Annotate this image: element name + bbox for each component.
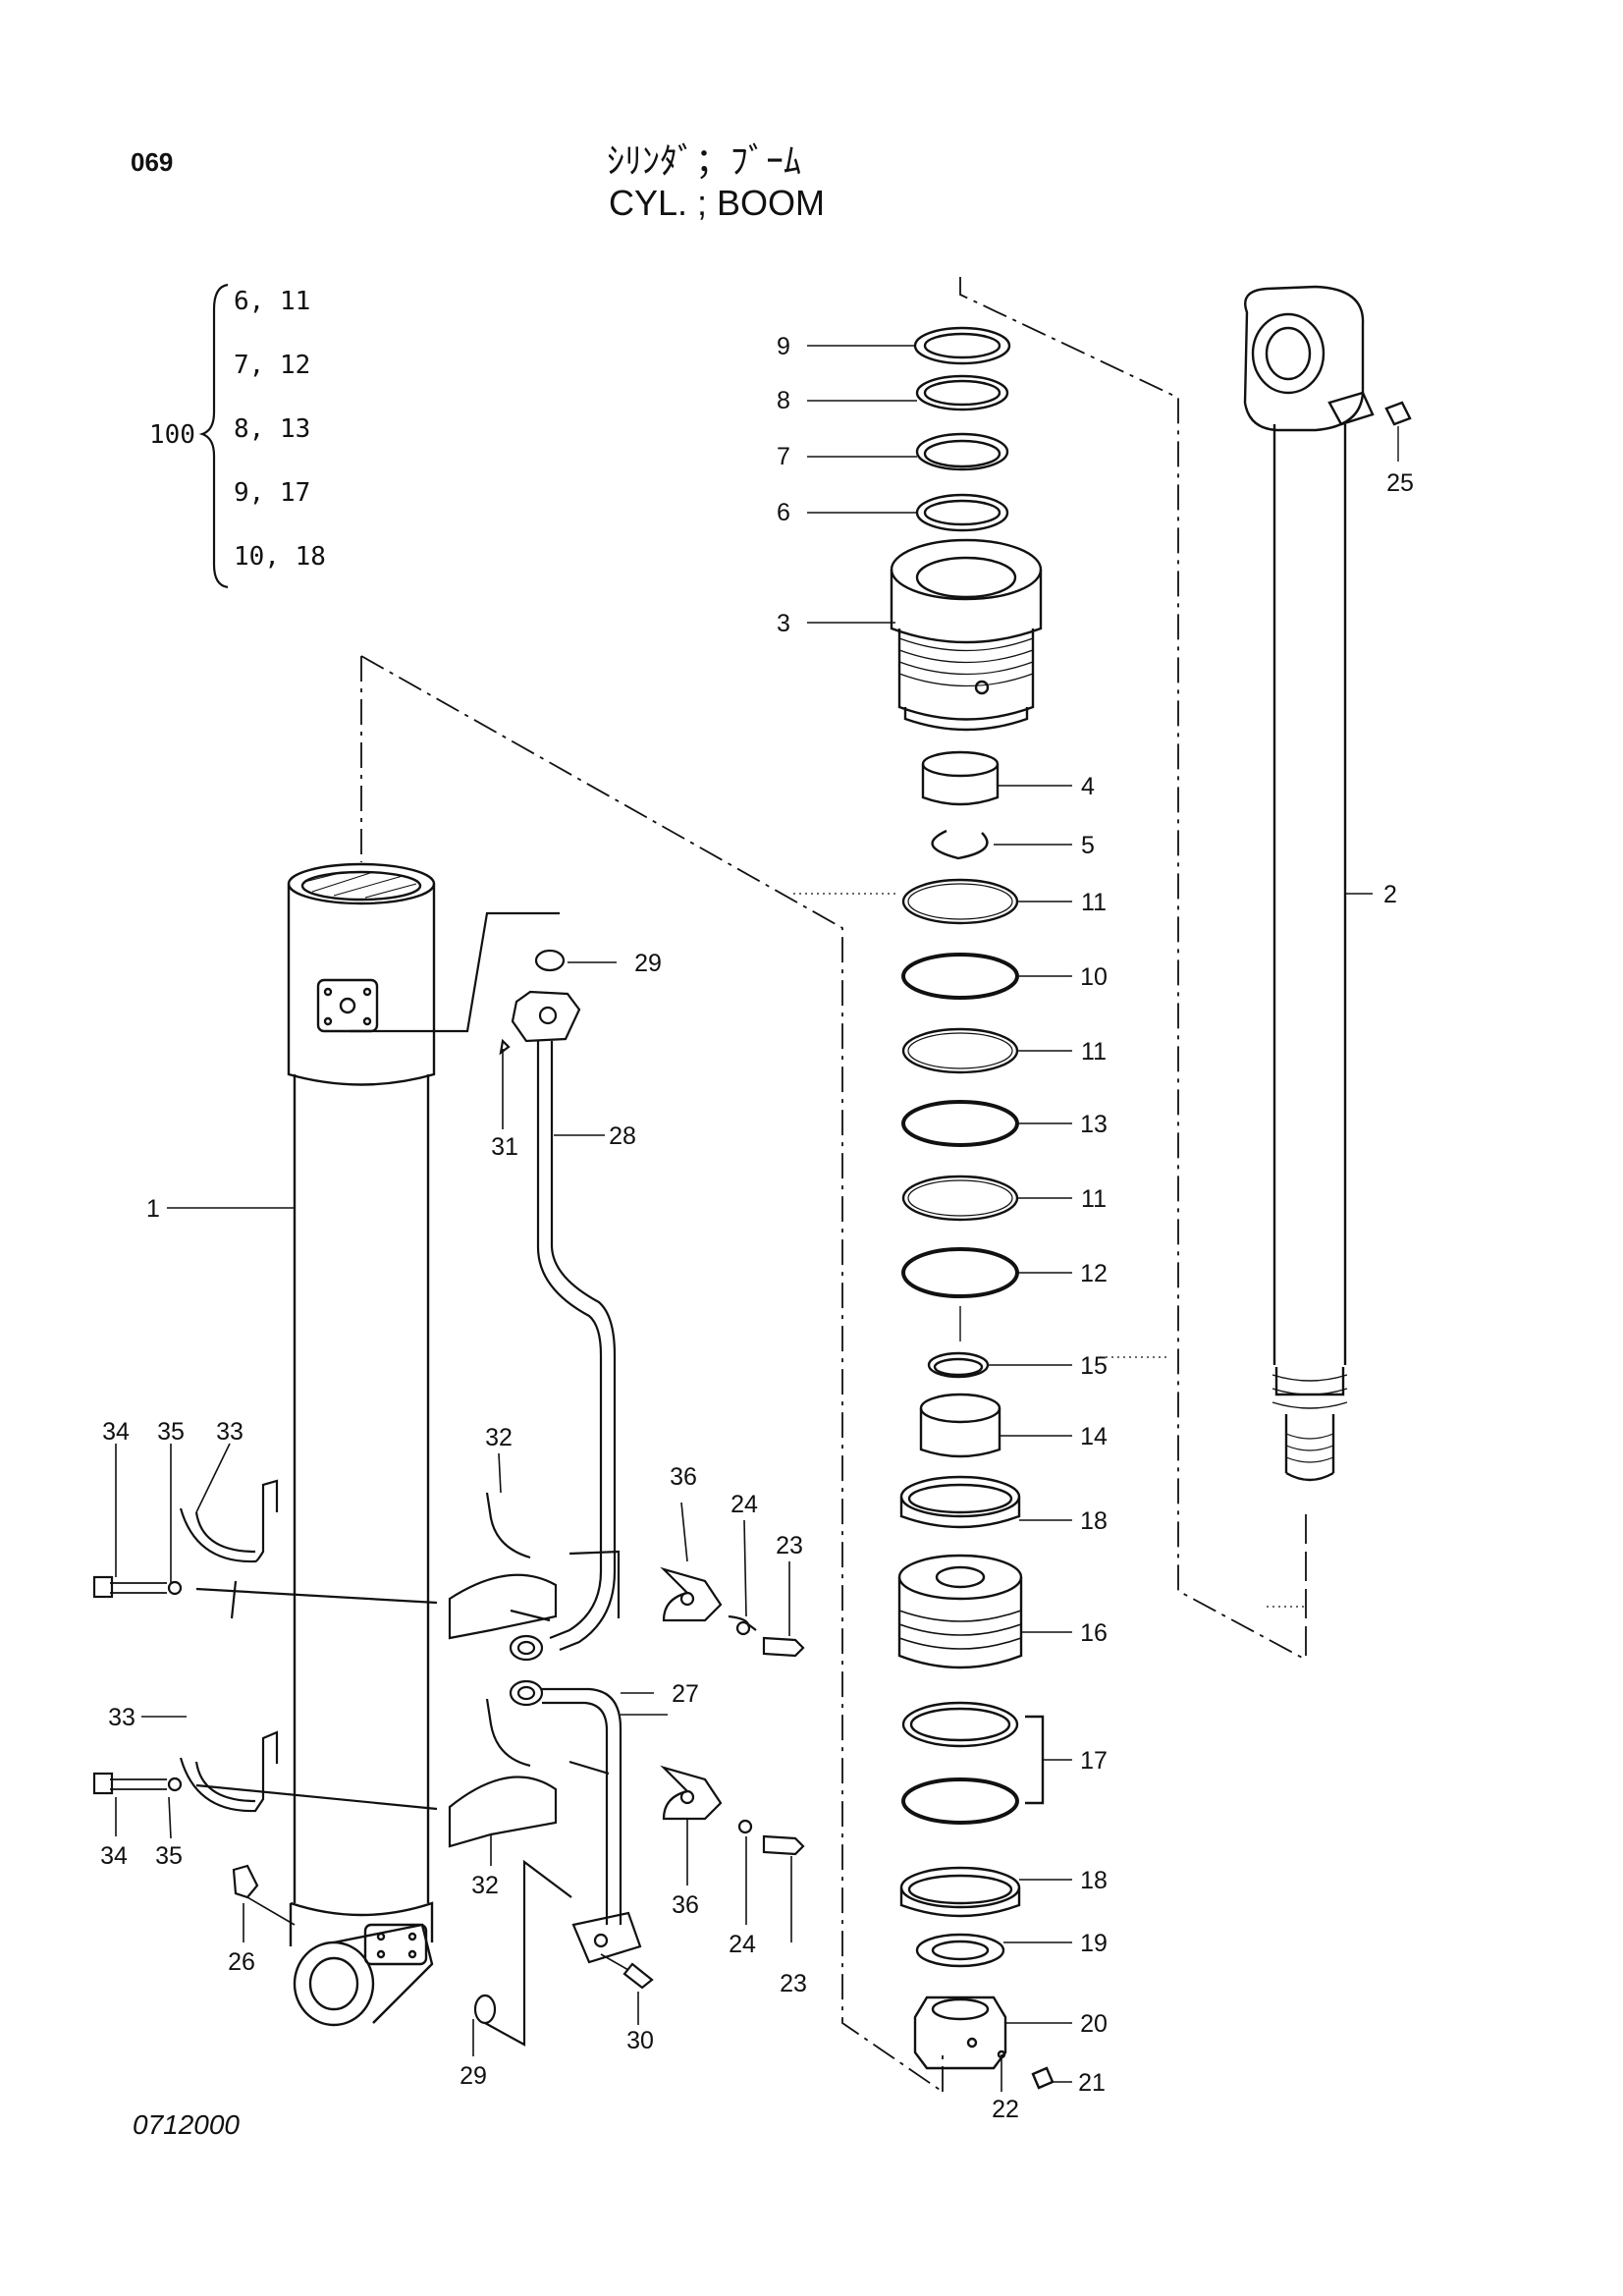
- seal-kit-row: 6, 11: [234, 287, 311, 316]
- callout: 24: [729, 1931, 756, 1958]
- cylinder-tube: [287, 862, 436, 2027]
- callout: 36: [672, 1891, 699, 1919]
- callout: 8: [777, 387, 790, 414]
- lower-pipe: [509, 1679, 642, 1964]
- upper-pipe: [509, 990, 617, 1662]
- gland: [890, 538, 1043, 732]
- callout: 26: [228, 1948, 255, 1976]
- callout: 21: [1078, 2069, 1106, 2097]
- seal-kit-number: 100: [149, 420, 195, 450]
- callout: 33: [108, 1704, 135, 1731]
- callout: 11: [1081, 1038, 1107, 1066]
- callout: 20: [1080, 2010, 1108, 2038]
- assembly-centerlines: [360, 277, 1307, 2093]
- title-english: CYL. ; BOOM: [609, 183, 826, 223]
- callout: 2: [1383, 881, 1397, 908]
- callout: 28: [609, 1122, 636, 1150]
- seal-kit-row: 9, 17: [234, 478, 311, 508]
- callout: 3: [777, 610, 790, 637]
- callout: 32: [471, 1872, 499, 1899]
- page-number: 069: [131, 147, 174, 177]
- callout: 25: [1386, 469, 1414, 497]
- callout: 34: [100, 1842, 128, 1870]
- callout: 35: [157, 1418, 185, 1446]
- callout: 24: [730, 1491, 758, 1518]
- kit-brace: [198, 283, 229, 589]
- callout: 23: [776, 1532, 803, 1559]
- callout: 7: [777, 443, 790, 470]
- callout: 27: [672, 1680, 699, 1708]
- callout: 11: [1081, 889, 1107, 916]
- callout: 29: [460, 2062, 487, 2090]
- callout: 12: [1080, 1260, 1108, 1287]
- callout: 9: [777, 333, 790, 360]
- callout: 15: [1080, 1352, 1108, 1380]
- callout: 31: [491, 1133, 518, 1161]
- drawing-number: 0712000: [133, 2109, 241, 2140]
- gland-seals: [913, 326, 1011, 532]
- callout: 18: [1080, 1867, 1108, 1894]
- callout: 34: [102, 1418, 130, 1446]
- callout: 1: [146, 1195, 160, 1223]
- callout: 30: [626, 2027, 654, 2054]
- callout: 29: [634, 950, 662, 977]
- callout: 11: [1081, 1185, 1107, 1213]
- callout: 36: [670, 1463, 697, 1491]
- callout: 6: [777, 499, 790, 526]
- leader-lines: [115, 345, 1373, 2092]
- callout: 18: [1080, 1507, 1108, 1535]
- callout: 14: [1080, 1423, 1108, 1450]
- piston-rod: [1243, 285, 1412, 1482]
- callout: 13: [1080, 1111, 1108, 1138]
- clamp-lower: [92, 1698, 805, 1856]
- piston-parts: [897, 750, 1055, 2090]
- callout: 33: [216, 1418, 243, 1446]
- dotted-centerlines: [793, 893, 1306, 1608]
- title-japanese: ｼﾘﾝﾀﾞ；ﾌﾞｰﾑ: [607, 141, 802, 182]
- callout: 19: [1080, 1930, 1108, 1957]
- callout: 17: [1080, 1747, 1108, 1775]
- callout: 22: [992, 2096, 1019, 2123]
- callout: 35: [155, 1842, 183, 1870]
- seal-kit-row: 7, 12: [234, 351, 311, 380]
- callout: 16: [1080, 1619, 1108, 1647]
- callout: 4: [1081, 773, 1095, 800]
- callout: 32: [485, 1424, 513, 1451]
- seal-kit-row: 8, 13: [234, 414, 311, 444]
- callout: 10: [1080, 963, 1108, 991]
- seal-kit-row: 10, 18: [234, 542, 326, 572]
- callout: 5: [1081, 832, 1095, 859]
- callout: 23: [780, 1970, 807, 1997]
- clamp-upper: [92, 1479, 805, 1658]
